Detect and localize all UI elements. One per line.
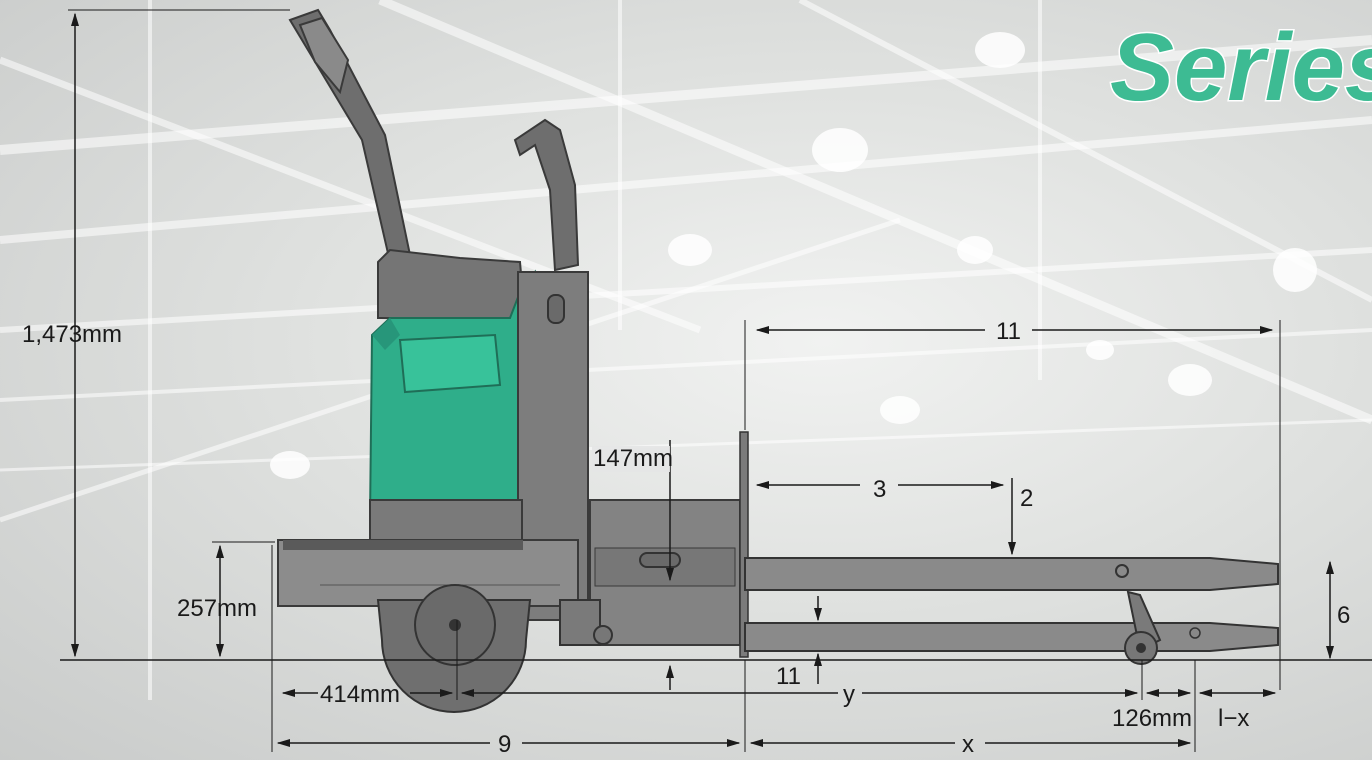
seat-base: [377, 248, 527, 322]
wheelbase-y-label: y: [843, 681, 855, 708]
fork-thickness-label: 2: [1020, 485, 1033, 512]
platform-length-label: 414mm: [320, 681, 400, 708]
operator-guard: [513, 118, 580, 272]
dimension-labels: 1,473mm 257mm 147mm 11 3 2 6 11 414mm y …: [22, 318, 1350, 758]
dimension-lines: [60, 9, 1372, 752]
lift-height-label: 6: [1337, 602, 1350, 629]
platform-height-label: 257mm: [177, 595, 257, 622]
fork-x-label: x: [962, 731, 974, 758]
load-center-label: 3: [873, 476, 886, 503]
ceiling-lights: [270, 32, 1317, 479]
tiller-handle: [288, 8, 412, 264]
head-length-label: 9: [498, 731, 511, 758]
drive-wheel: [376, 584, 532, 713]
overall-height-label: 1,473mm: [22, 321, 122, 348]
load-backrest: [739, 431, 749, 658]
lowered-height-label: 11: [776, 663, 801, 690]
upper-fork: [744, 557, 1279, 591]
lower-body: [369, 499, 523, 541]
load-wheel-offset-label: 126mm: [1112, 705, 1192, 732]
fork-tip-length-label: l−x: [1218, 705, 1249, 732]
fork-carriage-height-label: 147mm: [593, 445, 673, 472]
fork-length-label: 11: [996, 318, 1021, 345]
series-title: Series: [1110, 14, 1372, 121]
warehouse-ceiling-background: [0, 0, 1372, 700]
pallet-truck: [277, 8, 1279, 713]
